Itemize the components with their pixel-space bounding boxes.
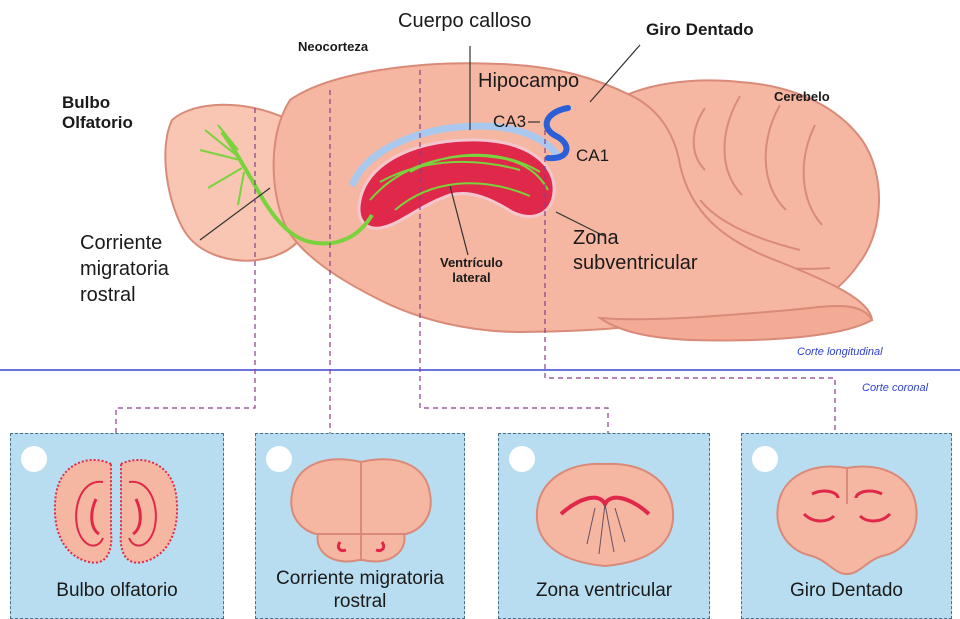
label-cuerpo-calloso: Cuerpo calloso (398, 10, 531, 33)
panel-giro-dentado: Giro Dentado (741, 433, 952, 619)
label-giro-dentado: Giro Dentado (646, 20, 754, 40)
label-ca1: CA1 (576, 146, 609, 166)
panel-caption: Bulbo olfatorio (11, 580, 223, 603)
label-hipocampo: Hipocampo (478, 70, 579, 93)
label-corriente-migratoria: Corriente migratoria rostral (80, 230, 169, 308)
panel-caption: Giro Dentado (742, 580, 951, 603)
label-zona-subventricular: Zona subventricular (573, 226, 698, 276)
label-neocorteza: Neocorteza (298, 40, 368, 55)
panel-caption: Zona ventricular (499, 580, 709, 603)
label-bulbo-olfatorio: Bulbo Olfatorio (62, 93, 133, 132)
label-corte-coronal: Corte coronal (862, 382, 928, 395)
label-cerebelo: Cerebelo (774, 90, 830, 105)
label-ca3: CA3 (493, 112, 526, 132)
panel-zona-ventricular: Zona ventricular (498, 433, 710, 619)
label-corte-longitudinal: Corte longitudinal (797, 346, 883, 359)
panel-caption: Corriente migratoria rostral (256, 568, 464, 614)
panel-bulbo-olfatorio: Bulbo olfatorio (10, 433, 224, 619)
label-ventriculo-lateral: Ventrículo lateral (440, 256, 503, 286)
panel-corriente-migratoria: Corriente migratoria rostral (255, 433, 465, 619)
